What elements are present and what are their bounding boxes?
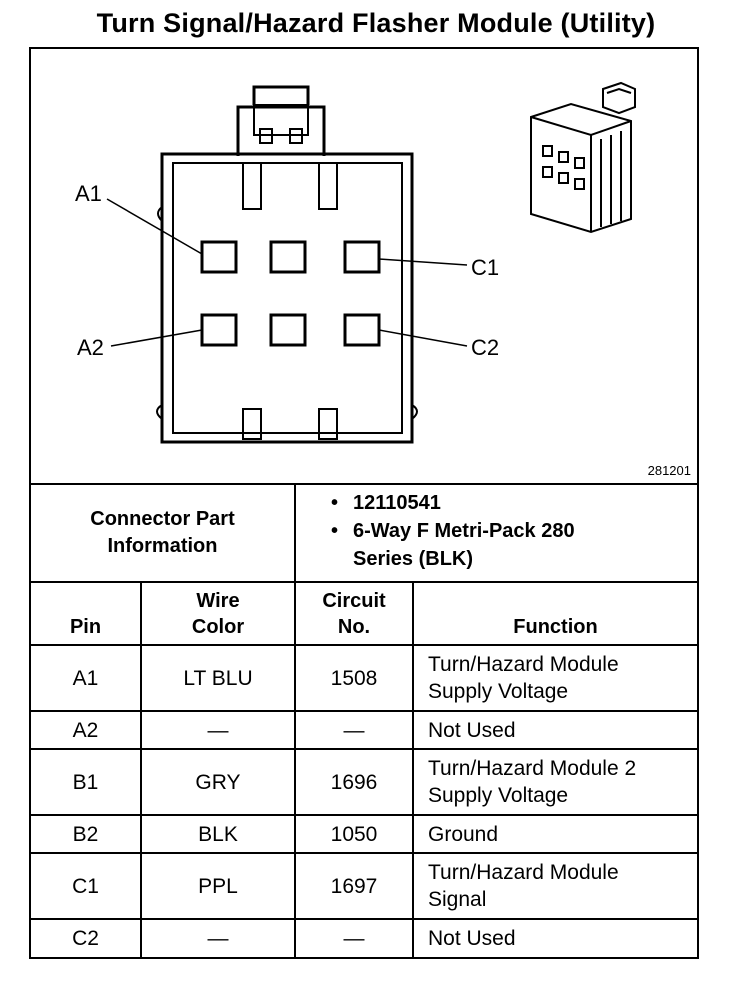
cell-wire: BLK <box>140 814 296 854</box>
cell-function: Turn/Hazard Module 2 Supply Voltage <box>412 748 697 816</box>
cell-circuit: 1508 <box>294 644 414 712</box>
connector-diagram: A1 A2 C1 C2 281201 <box>31 49 697 485</box>
bullet-icon: • <box>331 492 339 514</box>
pin-table: Pin Wire Color Circuit No. Function A1 L… <box>31 583 697 957</box>
cell-wire: — <box>140 710 296 750</box>
table-row: B1 GRY 1696 Turn/Hazard Module 2 Supply … <box>31 748 697 816</box>
connector-drawing <box>106 81 636 444</box>
header-wire-color: Wire Color <box>140 583 296 646</box>
page-title: Turn Signal/Hazard Flasher Module (Utili… <box>96 8 656 38</box>
table-row: C2 — — Not Used <box>31 918 697 957</box>
cell-pin: C1 <box>31 852 142 920</box>
connector-info-list: • 12110541 • 6-Way F Metri-Pack 280 Seri… <box>331 489 613 573</box>
cell-pin: B2 <box>31 814 142 854</box>
table-row: A1 LT BLU 1508 Turn/Hazard Module Supply… <box>31 644 697 712</box>
cell-pin: C2 <box>31 918 142 957</box>
callout-c2: C2 <box>471 335 500 360</box>
connector-info-row: Connector Part Information • 12110541 • … <box>31 485 697 583</box>
connector-info-label-text: Connector Part Information <box>90 508 235 557</box>
table-row: B2 BLK 1050 Ground <box>31 814 697 854</box>
callout-a2: A2 <box>77 335 104 360</box>
connector-info-label: Connector Part Information <box>31 485 296 581</box>
connector-type: 6-Way F Metri-Pack 280 Series (BLK) <box>353 520 575 570</box>
callout-c1: C1 <box>471 255 500 280</box>
cell-pin: A1 <box>31 644 142 712</box>
cell-function: Turn/Hazard Module Signal <box>412 852 697 920</box>
header-pin: Pin <box>31 583 142 646</box>
cell-function: Turn/Hazard Module Supply Voltage <box>412 644 697 712</box>
cell-function: Not Used <box>412 710 697 750</box>
figure-number: 281201 <box>647 463 691 478</box>
cell-circuit: — <box>294 710 414 750</box>
cell-pin: A2 <box>31 710 142 750</box>
cell-wire: LT BLU <box>140 644 296 712</box>
cell-wire: — <box>140 918 296 957</box>
cell-circuit: 1697 <box>294 852 414 920</box>
header-circuit-no: Circuit No. <box>294 583 414 646</box>
cell-wire: GRY <box>140 748 296 816</box>
cell-pin: B1 <box>31 748 142 816</box>
bullet-icon: • <box>331 520 339 542</box>
connector-info-item: • 6-Way F Metri-Pack 280 Series (BLK) <box>331 517 613 573</box>
table-header-row: Pin Wire Color Circuit No. Function <box>31 583 697 646</box>
connector-info-item: • 12110541 <box>331 489 613 517</box>
cell-function: Not Used <box>412 918 697 957</box>
cell-circuit: — <box>294 918 414 957</box>
callout-a1: A1 <box>75 181 102 206</box>
part-number: 12110541 <box>353 492 441 514</box>
cell-function: Ground <box>412 814 697 854</box>
table-row: C1 PPL 1697 Turn/Hazard Module Signal <box>31 852 697 920</box>
table-row: A2 — — Not Used <box>31 710 697 750</box>
cell-circuit: 1050 <box>294 814 414 854</box>
header-function: Function <box>412 583 697 646</box>
cell-circuit: 1696 <box>294 748 414 816</box>
document-frame: A1 A2 C1 C2 281201 Connector Part Inform… <box>29 47 699 959</box>
cell-wire: PPL <box>140 852 296 920</box>
